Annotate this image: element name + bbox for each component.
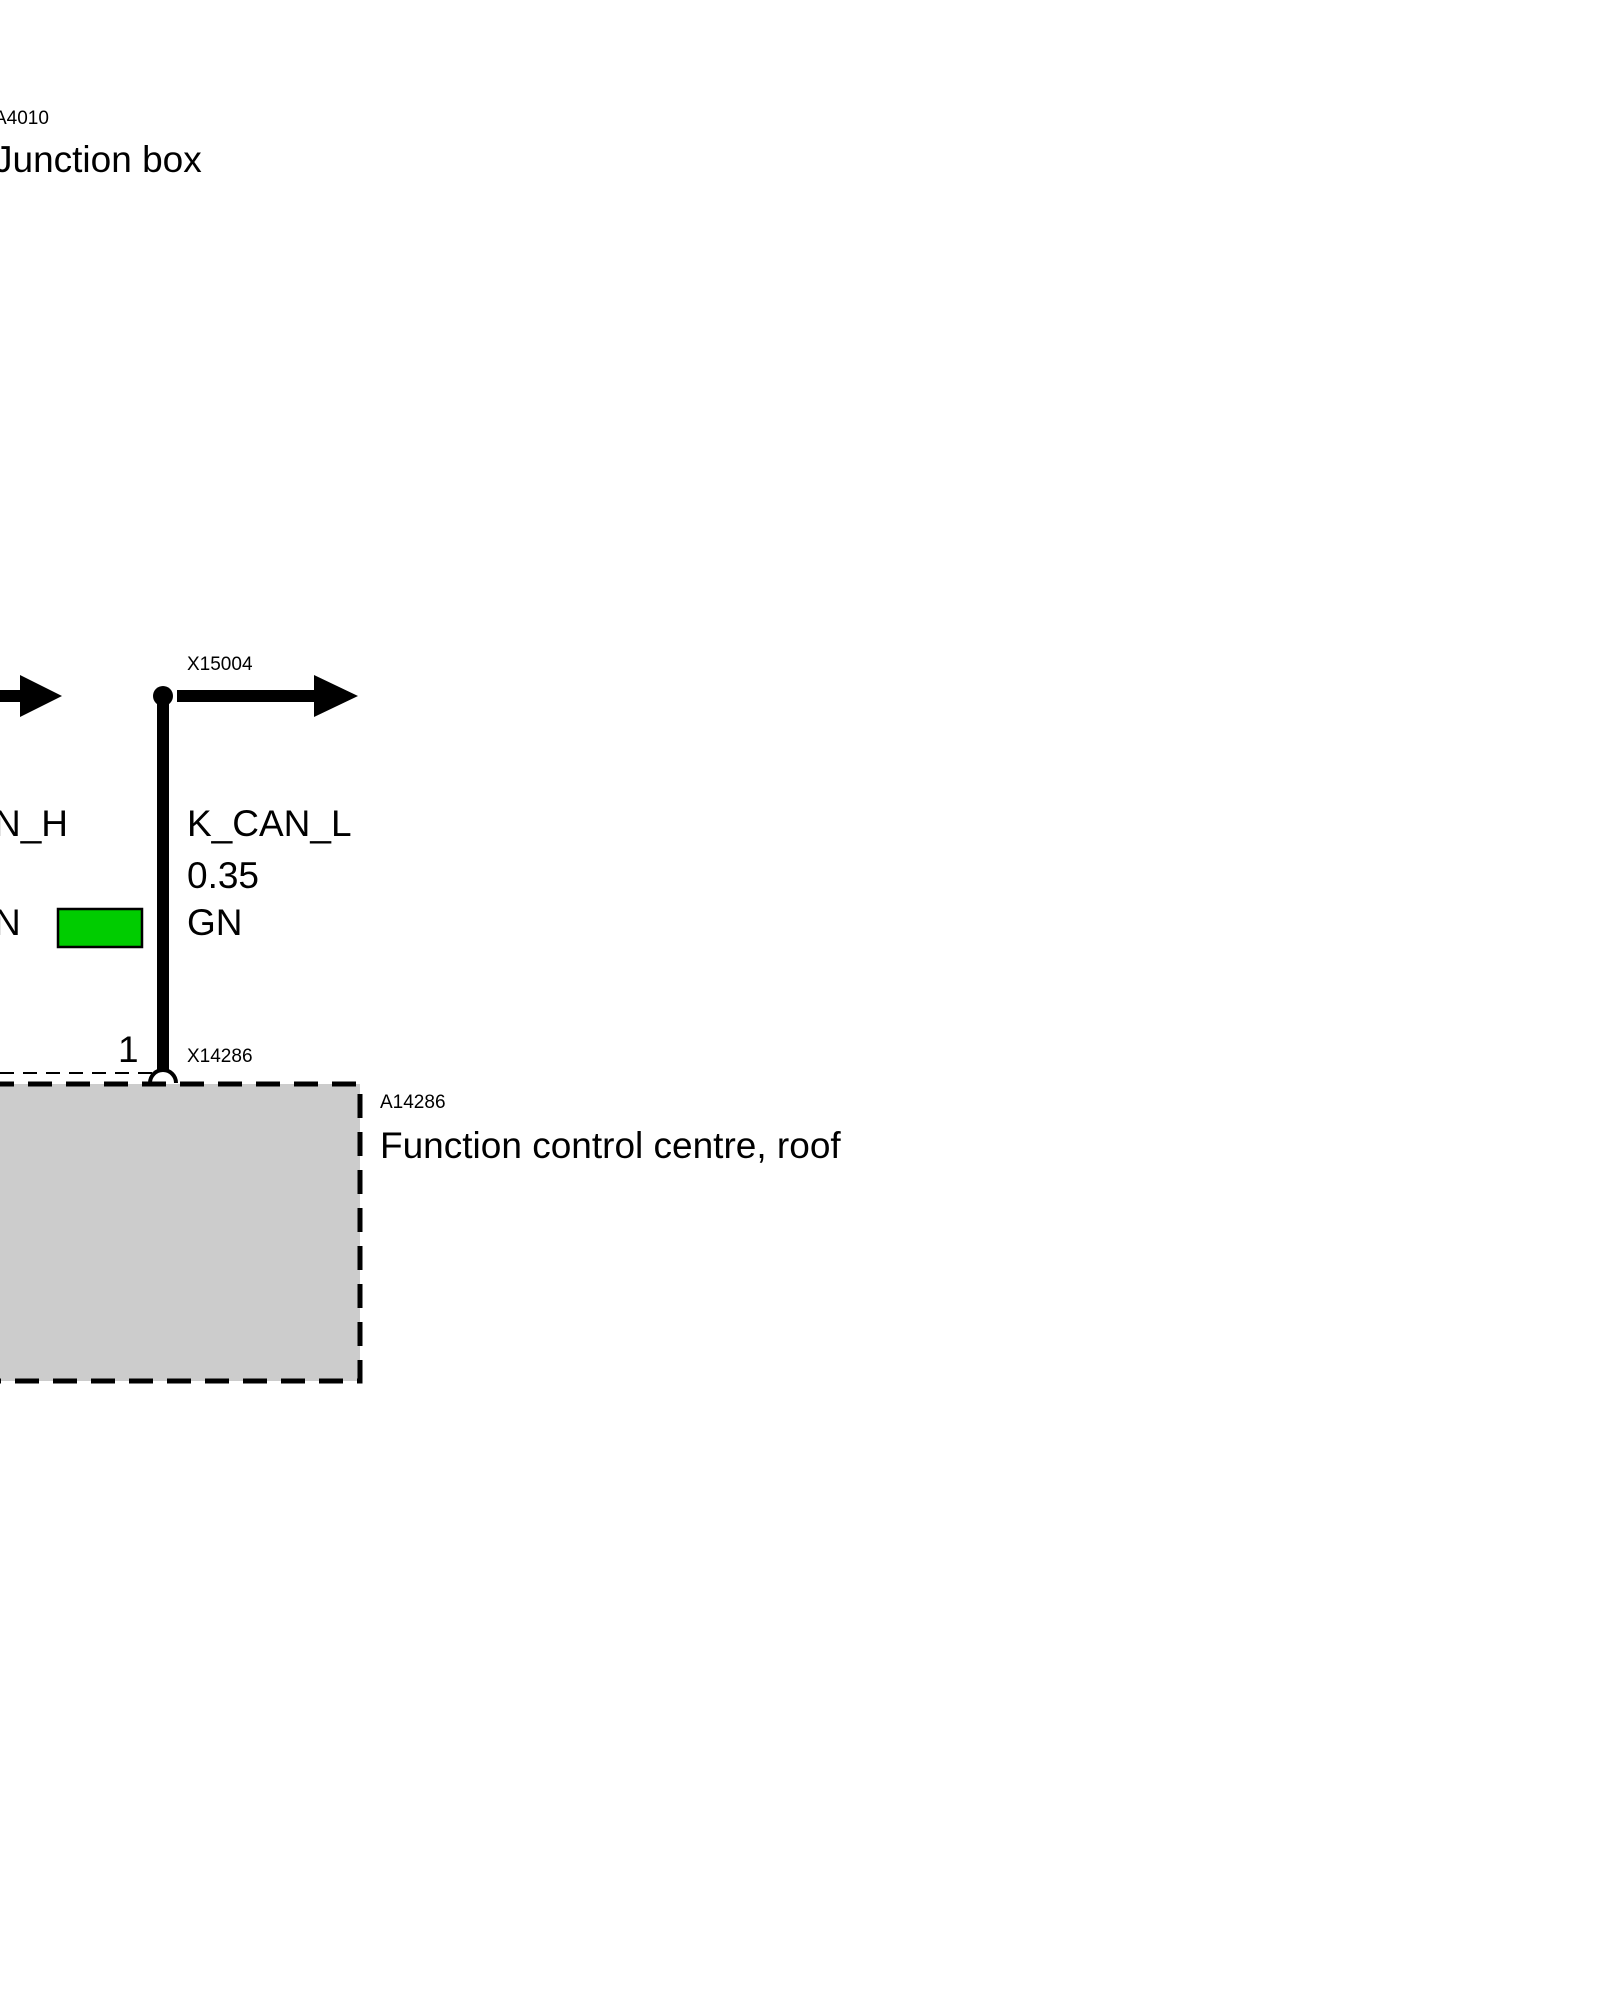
k-can-l-wire: [157, 696, 169, 1072]
k-can-l-color-code: GN: [187, 902, 243, 943]
connector-x14286-label: X14286: [187, 1046, 253, 1067]
function-control-centre-module: [0, 1081, 363, 1384]
pin-number: 1: [118, 1029, 139, 1070]
wire-color-swatch: [56, 907, 144, 949]
connector-socket-icon: [148, 1068, 178, 1084]
left-wire-arrow: [0, 675, 62, 717]
connector-x15004-label: X15004: [187, 654, 253, 675]
left-wire-color-code: N: [0, 902, 21, 943]
junction-box-id: A4010: [0, 108, 49, 129]
k-can-l-cross-section: 0.35: [187, 855, 259, 896]
module-name: Function control centre, roof: [380, 1125, 841, 1166]
left-wire-signal: N_H: [0, 803, 68, 844]
junction-box-name: Junction box: [0, 139, 202, 180]
module-id: A14286: [380, 1092, 446, 1113]
splice-node-x15004: [153, 675, 358, 717]
k-can-l-signal-label: K_CAN_L: [187, 803, 352, 844]
